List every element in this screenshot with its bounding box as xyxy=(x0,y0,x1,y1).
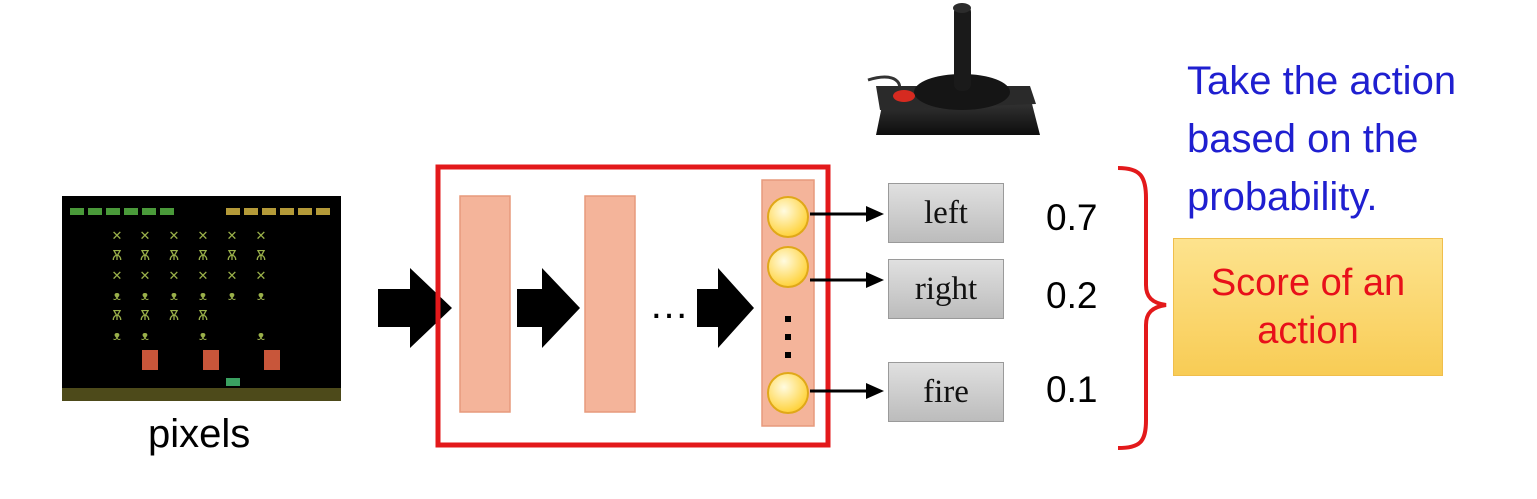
svg-text:Ѫ: Ѫ xyxy=(112,249,122,264)
svg-text:Ѫ: Ѫ xyxy=(256,249,266,264)
svg-text:Ѫ: Ѫ xyxy=(169,249,179,264)
svg-text:ᴥ: ᴥ xyxy=(199,289,207,304)
layer-arrow-1 xyxy=(517,268,580,348)
probability-right: 0.2 xyxy=(1046,275,1098,316)
layer-arrow-2 xyxy=(697,268,754,348)
svg-text:Ѫ: Ѫ xyxy=(140,309,150,324)
action-label-left: left xyxy=(924,194,968,231)
svg-text:Ѫ: Ѫ xyxy=(198,249,208,264)
svg-text:ᴥ: ᴥ xyxy=(113,329,121,344)
pixels-label: pixels xyxy=(148,412,251,456)
score-box-label: Score of an action xyxy=(1210,262,1406,352)
svg-text:ᴥ: ᴥ xyxy=(141,329,149,344)
svg-text:ᴥ: ᴥ xyxy=(141,289,149,304)
svg-text:ᴥ: ᴥ xyxy=(199,329,207,344)
svg-text:ᴥ: ᴥ xyxy=(257,329,265,344)
svg-text:ᴥ: ᴥ xyxy=(257,289,265,304)
svg-text:✕: ✕ xyxy=(256,229,267,244)
layer-ellipsis: … xyxy=(649,283,690,327)
probability-fire: 0.1 xyxy=(1046,369,1098,410)
svg-text:ᴥ: ᴥ xyxy=(170,289,178,304)
network-box xyxy=(435,164,831,448)
probability-left: 0.7 xyxy=(1046,197,1098,238)
svg-text:✕: ✕ xyxy=(112,229,123,244)
svg-text:✕: ✕ xyxy=(256,269,267,284)
output-neuron-fire xyxy=(767,372,809,414)
svg-text:Ѫ: Ѫ xyxy=(198,309,208,324)
svg-text:✕: ✕ xyxy=(198,229,209,244)
svg-text:ᴥ: ᴥ xyxy=(113,289,121,304)
svg-text:✕: ✕ xyxy=(112,269,123,284)
action-label-right: right xyxy=(914,270,978,307)
curly-brace xyxy=(1117,166,1167,450)
svg-text:✕: ✕ xyxy=(227,269,238,284)
svg-text:Ѫ: Ѫ xyxy=(169,309,179,324)
input-arrow xyxy=(378,268,452,348)
svg-text:Ѫ: Ѫ xyxy=(140,249,150,264)
svg-text:✕: ✕ xyxy=(227,229,238,244)
vertical-dots xyxy=(785,316,791,358)
take-action-text: Take the action based on the probability… xyxy=(1187,59,1457,219)
svg-text:ᴥ: ᴥ xyxy=(228,289,236,304)
score-box: Score of an action xyxy=(1173,238,1443,376)
action-box-fire: fire xyxy=(888,362,1004,422)
svg-text:Ѫ: Ѫ xyxy=(227,249,237,264)
svg-text:✕: ✕ xyxy=(140,269,151,284)
svg-text:✕: ✕ xyxy=(169,269,180,284)
svg-text:✕: ✕ xyxy=(198,269,209,284)
svg-text:Ѫ: Ѫ xyxy=(112,309,122,324)
action-box-right: right xyxy=(888,259,1004,319)
game-screen-image: ✕ ✕ ✕ ✕ ✕ ✕ Ѫ Ѫ Ѫ Ѫ Ѫ Ѫ ✕ ✕ ✕ ✕ ✕ ✕ ᴥ ᴥ ᴥ ᴥ ᴥ ᴥ Ѫ Ѫ Ѫ Ѫ ᴥ ᴥ ᴥ ᴥ xyxy=(62,196,341,401)
output-neuron-right xyxy=(767,246,809,288)
joystick-icon xyxy=(867,3,1040,135)
hidden-layer-1 xyxy=(459,195,511,413)
output-neuron-left xyxy=(767,196,809,238)
action-label-fire: fire xyxy=(923,373,969,410)
action-box-left: left xyxy=(888,183,1004,243)
output-arrows xyxy=(810,206,884,399)
svg-text:✕: ✕ xyxy=(140,229,151,244)
hidden-layer-2 xyxy=(584,195,636,413)
svg-text:✕: ✕ xyxy=(169,229,180,244)
